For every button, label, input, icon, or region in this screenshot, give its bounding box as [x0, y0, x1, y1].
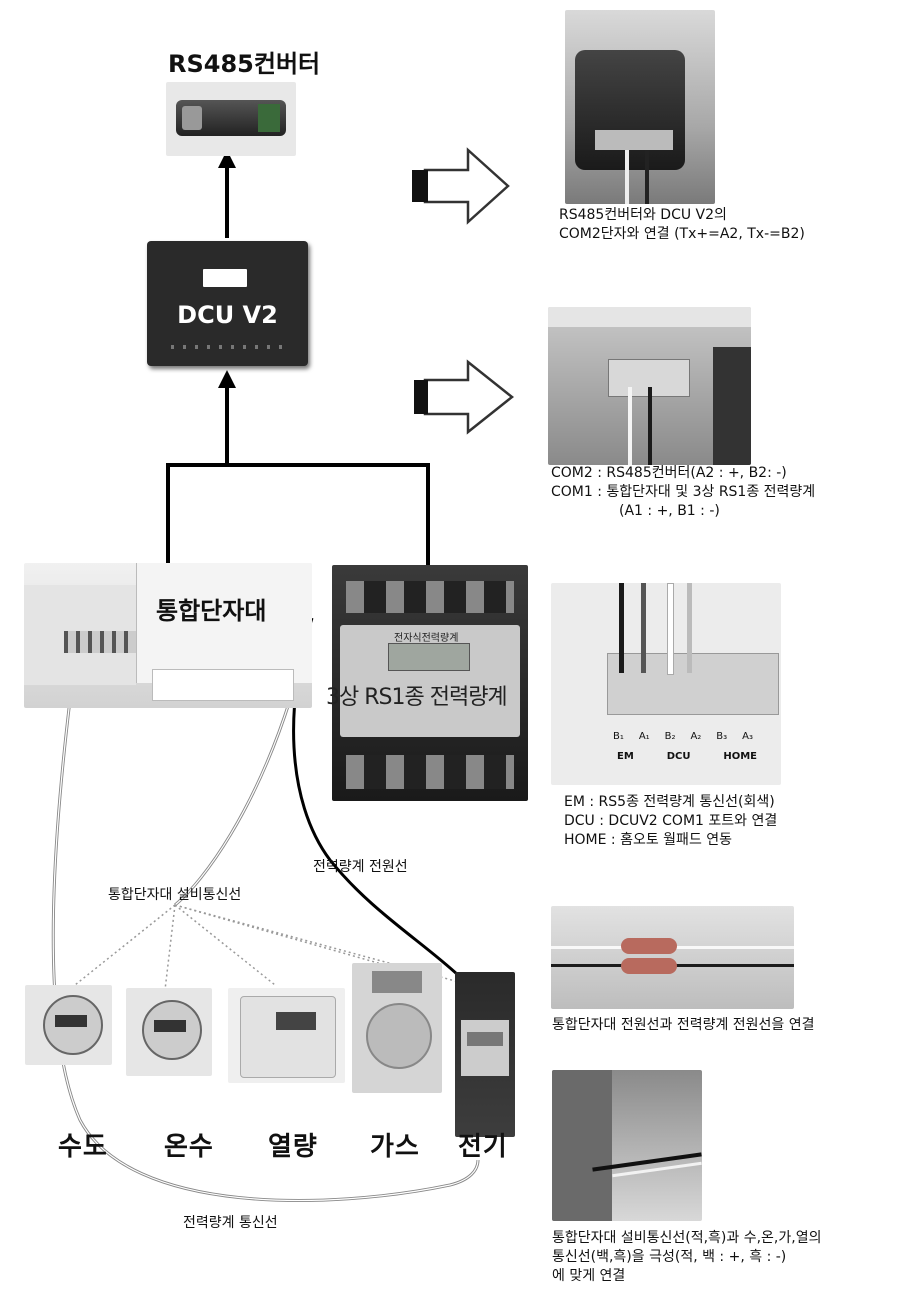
three-phase-meter-title: 3상 RS1종 전력량계	[326, 679, 507, 711]
arrowhead-dcu	[218, 370, 236, 388]
water-meter-photo	[25, 985, 112, 1065]
meter-comm-label: 전력량계 통신선	[183, 1214, 278, 1233]
terminal-block-photo: 통합단자대	[24, 563, 312, 708]
hot-water-meter-photo	[126, 988, 212, 1076]
meter-name-heat: 열량	[268, 1126, 318, 1163]
caption-4: 통합단자대 전원선과 전력량계 전원선을 연결	[552, 1016, 815, 1035]
outline-arrow-2	[425, 362, 512, 432]
terminal-title: 통합단자대	[156, 591, 266, 626]
photo-power-wire-joint	[551, 906, 794, 1009]
meter-lcd-header: 전자식전력량계	[394, 629, 458, 644]
caption-2: COM2 : RS485컨버터(A2 : +, B2: -) COM1 : 통합…	[551, 464, 815, 521]
meter-name-hot-water: 온수	[164, 1126, 214, 1163]
meter-name-gas: 가스	[370, 1126, 420, 1163]
power-line-label: 전력량계 전원선	[313, 858, 408, 877]
meter-name-water: 수도	[58, 1126, 108, 1163]
com1-bus-line	[168, 465, 428, 565]
caption-3: EM : RS5종 전력량계 통신선(회색) DCU : DCUV2 COM1 …	[564, 793, 777, 850]
arrow-2-tail	[414, 380, 428, 414]
electric-meter-photo	[455, 972, 515, 1137]
photo-com-ports	[548, 307, 751, 465]
gas-meter-photo	[352, 963, 442, 1093]
outline-arrow-1	[425, 150, 508, 222]
photo-converter-dcu	[565, 10, 715, 204]
converter-title: RS485컨버터	[168, 44, 320, 79]
converter-photo	[166, 82, 296, 156]
photo-comm-wire-connection	[552, 1070, 702, 1221]
caption-1: RS485컨버터와 DCU V2의 COM2단자와 연결 (Tx+=A2, Tx…	[559, 206, 805, 244]
caption-5: 통합단자대 설비통신선(적,흑)과 수,온,가,열의 통신선(백,흑)을 극성(…	[552, 1229, 821, 1286]
arrow-1-tail	[412, 170, 428, 202]
dcu-v2-box: DCU V2	[147, 241, 308, 366]
equipment-comm-label: 통합단자대 설비통신선	[108, 886, 241, 905]
dcu-label-sticker	[203, 269, 247, 287]
dcu-title: DCU V2	[147, 301, 308, 329]
meter-name-electric: 전기	[458, 1126, 508, 1163]
heat-meter-photo	[228, 988, 345, 1083]
